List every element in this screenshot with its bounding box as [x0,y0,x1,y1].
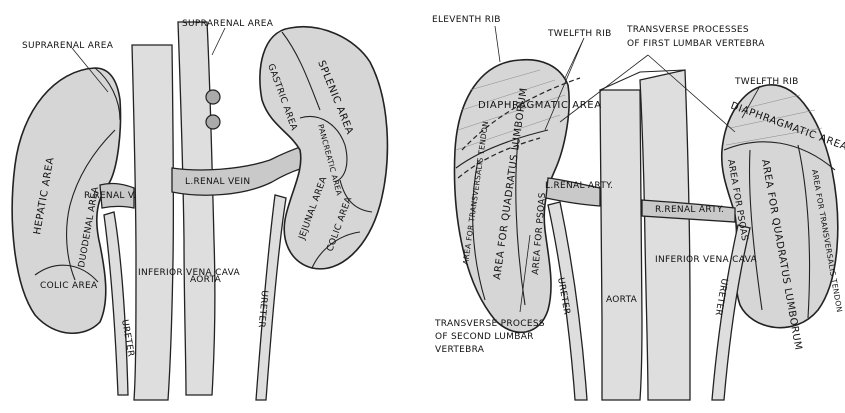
posterior-label-diaphragmatic-left: DIAPHRAGMATIC AREA [478,100,602,111]
posterior-right-renal-artery [641,199,736,223]
posterior-quadratus-psoas-divider-left [515,139,526,306]
posterior-left-renal-artery [545,177,601,207]
posterior-leader-twelfth-rib-right [741,85,761,119]
posterior-psoas-quadratus-divider-right [748,149,763,311]
anterior-right-renal-vein [99,182,135,209]
posterior-label-twelfth-rib-top: TWELFTH RIB [547,29,612,39]
anterior-leader-suprarenal-left [71,47,109,93]
posterior-label-transverse-second-3: VERTEBRA [435,345,485,355]
anterior-aorta [177,21,216,396]
posterior-diaphragm-boundary-left [455,129,549,169]
posterior-label-transverse-second-1: TRANSVERSE PROCESS [434,319,545,329]
posterior-eleventh-rib-dash [461,77,581,151]
posterior-label-twelfth-rib-right: TWELFTH RIB [734,77,799,87]
posterior-vessel-chevron [599,69,686,91]
posterior-leader-transverse-first [559,54,736,133]
anterior-inferior-vena-cava [131,44,175,401]
posterior-quadratus-transversalis-divider-right [797,144,811,319]
posterior-right-kidney [720,84,839,329]
posterior-label-l-renal-arty: L.RENAL ARTY. [545,181,613,191]
posterior-aorta [599,89,643,401]
posterior-leader-eleventh-rib [494,25,501,63]
anterior-label-suprarenal-right: SUPRARENAL AREA [182,19,274,29]
posterior-label-transverse-second-2: OF SECOND LUMBAR [435,332,534,342]
anterior-vessel-orifice-lower [205,114,221,130]
anterior-right-kidney [11,67,122,334]
posterior-label-r-renal-arty: R.RENAL ARTY. [655,205,724,215]
anterior-label-ureter-left: URETER [256,290,269,328]
posterior-twelfth-rib-dash [457,137,541,179]
posterior-label-aorta: AORTA [606,295,638,305]
posterior-label-eleventh-rib: ELEVENTH RIB [432,15,501,25]
anterior-label-l-renal-vein: L.RENAL VEIN [185,177,250,187]
anterior-label-aorta: AORTA [190,275,222,285]
posterior-diaphragm-boundary-right [723,141,836,171]
posterior-view: ELEVENTH RIB TWELFTH RIB TRANSVERSE PROC… [432,15,845,401]
posterior-left-ureter [547,201,588,401]
anterior-right-ureter [103,211,129,396]
posterior-inferior-vena-cava [639,69,691,401]
anterior-left-kidney [259,26,389,270]
anterior-suprarenal-area-right-line [94,67,121,121]
anterior-jejunal-colic-divider [311,231,361,269]
anterior-leader-suprarenal-right [211,27,226,56]
anterior-label-r-renal-v: R.RENAL V. [84,191,136,201]
posterior-transversalis-quadratus-divider-left [472,159,486,301]
anterior-gastric-splenic-divider [281,31,321,111]
posterior-left-kidney [453,58,570,334]
posterior-label-transverse-first-1: TRANSVERSE PROCESSES [626,25,749,35]
anterior-view: SUPRARENAL AREA SUPRARENAL AREA HEPATIC … [11,19,389,401]
anterior-label-suprarenal-left: SUPRARENAL AREA [22,41,114,51]
anterior-splenic-jejunal-divider [339,179,373,213]
anterior-hepatic-duodenal-divider [66,129,116,281]
posterior-leader-transverse-second [519,234,531,313]
posterior-label-inferior-vena-cava: INFERIOR VENA CAVA [655,255,757,265]
anterior-left-ureter [255,194,287,401]
anterior-pancreatic-area-line [299,116,348,183]
posterior-right-ureter [711,224,751,401]
anterior-vessel-orifice-upper [205,89,221,105]
posterior-label-transverse-first-2: OF FIRST LUMBAR VERTEBRA [627,39,765,49]
anterior-colic-area-right-line [34,264,99,283]
anterior-label-inferior-vena-cava: INFERIOR VENA CAVA [138,268,240,278]
posterior-leader-twelfth-rib-top [544,37,585,131]
anterior-label-colic-area-right: COLIC AREA [40,281,98,291]
posterior-hatch-left-upper [455,69,566,151]
